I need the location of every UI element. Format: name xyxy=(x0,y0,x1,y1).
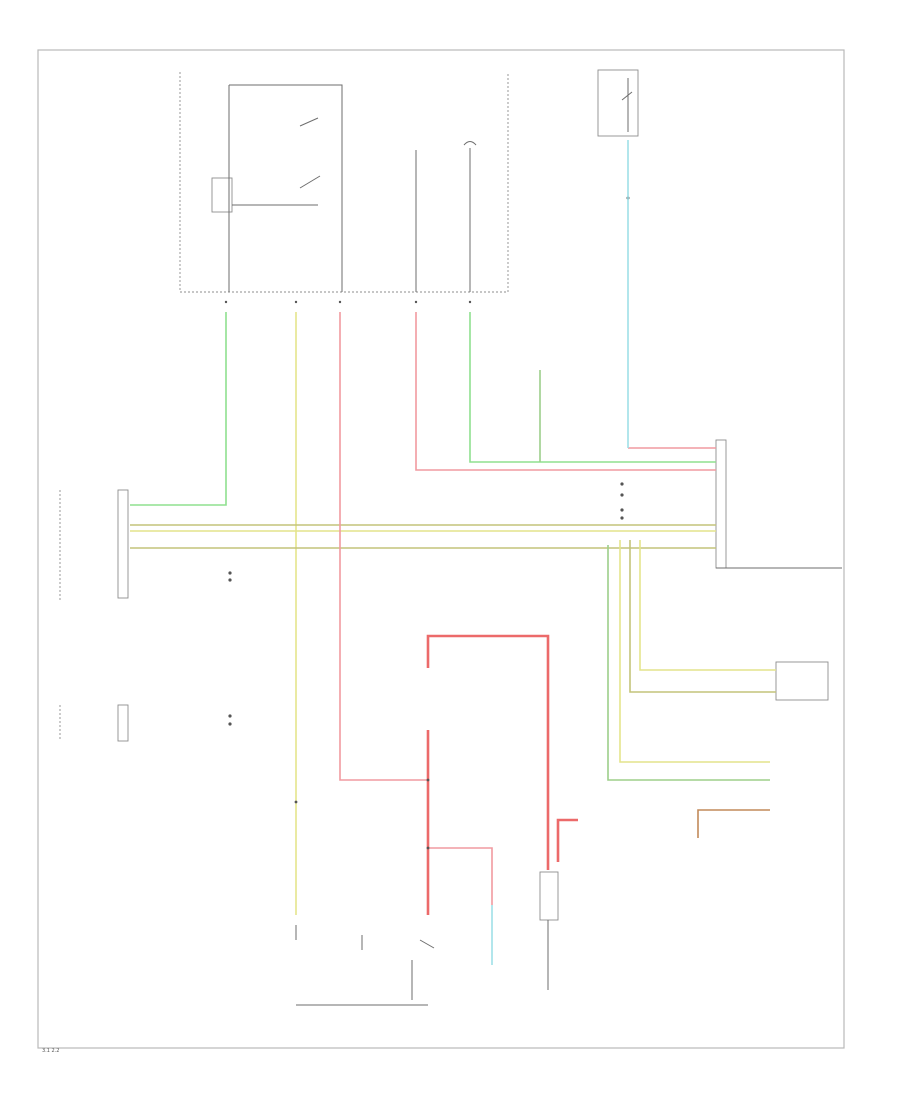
wire-red-link xyxy=(556,818,578,862)
wire-red-main xyxy=(426,634,550,870)
body-control-connector xyxy=(715,439,842,569)
wire-yellow-right-3 xyxy=(619,540,770,763)
battery xyxy=(539,871,559,921)
wire-pink-main xyxy=(339,312,428,781)
wire-yellow-right-1 xyxy=(639,540,776,671)
transmission-control-module xyxy=(59,704,129,742)
relay-box-right xyxy=(775,661,829,701)
wire-green-left xyxy=(130,312,227,506)
powertrain-control-module xyxy=(59,489,129,600)
connector-pins xyxy=(224,300,624,850)
wire-green-right xyxy=(469,312,716,463)
diagram-frame xyxy=(37,49,845,1049)
power-distribution-module xyxy=(179,72,509,293)
wire-green-right-4 xyxy=(607,545,770,781)
footer-code: 3.1 2.2 xyxy=(42,1048,60,1054)
wire-brown xyxy=(697,809,770,838)
wire-pink-fuse xyxy=(428,847,493,905)
wire-pink-right xyxy=(415,312,716,471)
wire-olive-right-2 xyxy=(629,540,776,693)
top-right-relay xyxy=(597,69,639,200)
